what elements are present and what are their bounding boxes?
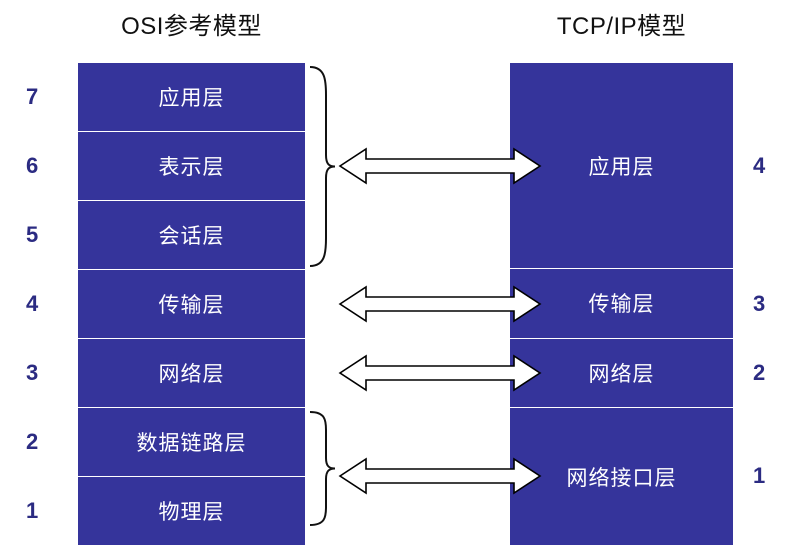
osi-layer-label: 物理层 [158, 501, 225, 524]
osi-model-title: OSI参考模型 [121, 13, 262, 40]
osi-layer-application[interactable]: 应用层 [78, 63, 305, 132]
tcpip-layer-label: 应用层 [588, 155, 655, 179]
tcpip-layer-network-interface[interactable]: 网络接口层 [510, 408, 733, 545]
osi-layer-number-4: 4 [26, 291, 39, 316]
osi-layer-stack: 应用层 表示层 会话层 传输层 网络层 数据链路层 物理层 [78, 63, 305, 545]
osi-layer-label: 会话层 [158, 225, 225, 248]
osi-layer-number-1: 1 [26, 497, 39, 523]
tcpip-layer-number-2: 2 [753, 359, 766, 385]
tcpip-layer-number-3: 3 [753, 291, 766, 316]
osi-layer-network[interactable]: 网络层 [78, 339, 305, 408]
tcpip-layer-stack: 应用层 传输层 网络层 网络接口层 [510, 63, 733, 545]
osi-layer-transport[interactable]: 传输层 [78, 270, 305, 339]
osi-layer-number-3: 3 [26, 359, 39, 385]
osi-layer-presentation[interactable]: 表示层 [78, 132, 305, 201]
tcpip-model-title: TCP/IP模型 [556, 13, 687, 40]
tcpip-layer-transport[interactable]: 传输层 [510, 269, 733, 339]
tcpip-layer-number-4: 4 [753, 153, 766, 179]
tcpip-layer-number-column: 4 3 2 1 [745, 63, 791, 545]
osi-layer-data-link[interactable]: 数据链路层 [78, 408, 305, 477]
osi-layer-number-2: 2 [26, 428, 39, 454]
osi-layer-physical[interactable]: 物理层 [78, 477, 305, 545]
osi-layer-session[interactable]: 会话层 [78, 201, 305, 270]
osi-layer-label: 应用层 [158, 87, 225, 110]
osi-layer-label: 表示层 [158, 156, 225, 179]
brace-application [309, 66, 336, 267]
brace-link [309, 411, 336, 526]
osi-layer-label: 数据链路层 [136, 432, 247, 455]
osi-layer-number-5: 5 [26, 222, 39, 248]
osi-layer-label: 传输层 [158, 294, 225, 317]
tcpip-layer-network[interactable]: 网络层 [510, 338, 733, 409]
tcpip-layer-number-1: 1 [753, 463, 766, 489]
tcpip-layer-label: 网络层 [588, 362, 655, 386]
osi-layer-number-6: 6 [26, 153, 39, 179]
osi-layer-number-column: 7 6 5 4 3 2 1 [26, 63, 72, 545]
tcpip-layer-label: 网络接口层 [566, 466, 677, 490]
osi-layer-label: 网络层 [158, 363, 225, 386]
tcpip-layer-label: 传输层 [588, 293, 655, 317]
osi-layer-number-7: 7 [26, 84, 39, 110]
tcpip-layer-application[interactable]: 应用层 [510, 63, 733, 270]
